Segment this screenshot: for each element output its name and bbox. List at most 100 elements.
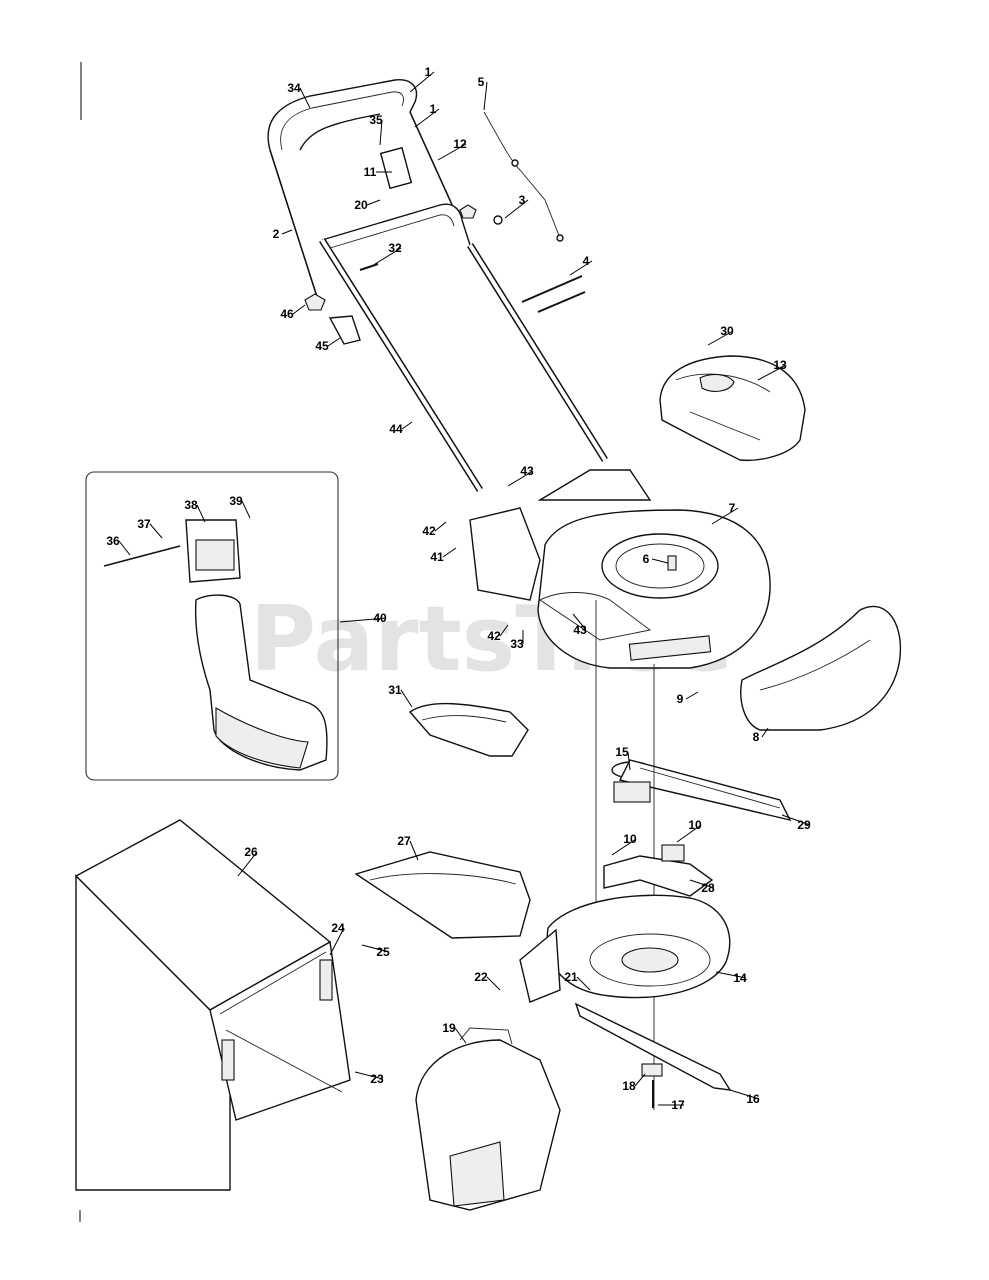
callout-leader (707, 330, 734, 346)
callout-leader (761, 727, 769, 738)
callout-label: 30 (720, 324, 734, 338)
callout-leader (409, 840, 419, 861)
callout-label: 42 (487, 629, 501, 643)
callout-label: 29 (797, 818, 811, 832)
callout-leader (434, 521, 447, 532)
callout-label: 23 (370, 1072, 384, 1086)
callout-label: 21 (564, 970, 578, 984)
callout-leader (499, 624, 509, 637)
belt-pulley (611, 759, 792, 822)
callout-label: 10 (688, 818, 702, 832)
callout-leader (354, 1071, 384, 1080)
callout-label: 17 (671, 1098, 685, 1112)
page-marks (79, 62, 82, 1222)
mulch-plug (408, 702, 529, 757)
callout-label: 31 (388, 683, 402, 697)
callout-leader (715, 971, 747, 979)
callout-leader (281, 229, 293, 235)
callout-leader (329, 927, 345, 956)
callout-label: 9 (677, 692, 684, 706)
callout-leader (379, 119, 383, 146)
engine-cover (659, 355, 806, 462)
callout-leader (400, 689, 413, 708)
callout-label: 26 (244, 845, 258, 859)
callout-leader (454, 1027, 467, 1044)
callout-label: 14 (733, 971, 747, 985)
callout-label: 6 (643, 552, 650, 566)
callout-label: 40 (373, 611, 387, 625)
callout-label: 15 (615, 745, 629, 759)
discharge-chute (103, 519, 328, 771)
callout-leader (299, 87, 311, 109)
callout-label: 7 (729, 501, 736, 515)
callout-leader (374, 247, 402, 265)
callout-label: 10 (623, 832, 637, 846)
callout-label: 28 (701, 881, 715, 895)
callout-leader (685, 691, 699, 700)
callout-label: 45 (315, 339, 329, 353)
rear-guard (354, 851, 531, 939)
bag-frame (415, 1027, 561, 1211)
callout-leader (611, 838, 637, 856)
front-skirt (740, 605, 902, 731)
callout-label: 5 (478, 75, 485, 89)
callout-leader (689, 879, 715, 889)
callout-label: 22 (474, 970, 488, 984)
callout-leader (339, 617, 387, 623)
callout-label: 1 (430, 102, 437, 116)
callout-label: 8 (753, 730, 760, 744)
callout-leader (757, 364, 787, 381)
callout-leader (237, 851, 258, 877)
callout-label: 37 (137, 517, 151, 531)
callout-leader (504, 199, 529, 219)
callout-label: 36 (106, 534, 120, 548)
callout-leader (327, 337, 341, 347)
callout-leader (241, 500, 251, 519)
callout-label: 3 (519, 193, 526, 207)
cutting-blade (574, 1002, 732, 1108)
callout-leader (729, 1089, 760, 1100)
handle-assembly (267, 79, 608, 492)
callout-label: 33 (510, 637, 524, 651)
drive-bracket (603, 844, 714, 897)
callout-label: 1 (425, 65, 432, 79)
callout-label: 13 (773, 358, 787, 372)
callout-label: 16 (746, 1092, 760, 1106)
callout-leader (149, 523, 163, 539)
callout-leader (409, 71, 435, 93)
callout-leader (366, 199, 381, 206)
callout-label: 25 (376, 945, 390, 959)
callout-leader (507, 470, 534, 487)
callout-leader (483, 81, 488, 111)
guide-lines (595, 600, 655, 1110)
callout-leader (676, 824, 702, 843)
callout-leader (414, 108, 440, 128)
callout-leader (437, 143, 467, 161)
callout-leader (634, 1073, 646, 1087)
callout-leader (401, 421, 413, 430)
callout-label: 35 (369, 113, 383, 127)
callout-leader (118, 540, 131, 556)
callout-label: 20 (354, 198, 368, 212)
callout-leader (486, 976, 501, 991)
callout-leader (781, 814, 811, 826)
callout-label: 24 (331, 921, 345, 935)
callout-label: 43 (573, 623, 587, 637)
callout-label: 12 (453, 137, 467, 151)
callout-label: 42 (422, 524, 436, 538)
callout-label: 27 (397, 834, 411, 848)
callout-label: 39 (229, 494, 243, 508)
callout-label: 19 (442, 1021, 456, 1035)
callout-label: 41 (430, 550, 444, 564)
callout-leader (651, 558, 669, 564)
callout-leader (361, 944, 390, 953)
inset-box (85, 471, 339, 781)
callout-leader (442, 547, 457, 558)
grass-bag (74, 819, 351, 1191)
callout-label: 11 (364, 165, 377, 179)
callout-label: 34 (287, 81, 301, 95)
callout-leader (711, 507, 739, 525)
callout-label: 46 (280, 307, 294, 321)
callout-leader (292, 304, 306, 315)
